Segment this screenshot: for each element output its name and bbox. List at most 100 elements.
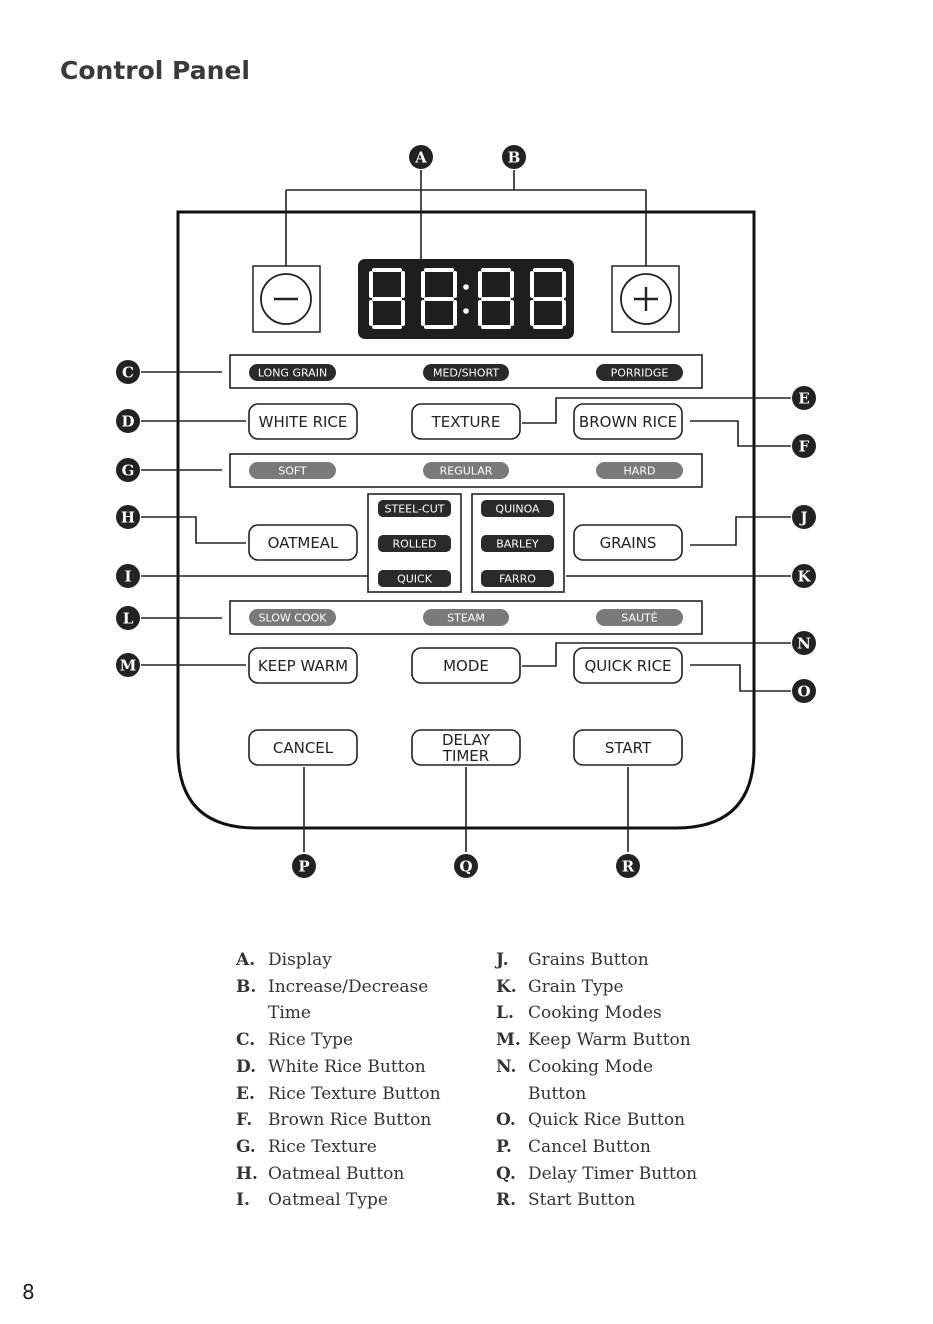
start-button-label: START — [605, 739, 652, 757]
legend-text: Grains Button — [528, 950, 649, 970]
callout-i: I — [116, 564, 140, 588]
legend-text: Start Button — [528, 1190, 636, 1211]
grains-button-label: GRAINS — [600, 534, 657, 552]
legend-text: Time — [268, 1003, 311, 1024]
legend-key: B. — [236, 976, 257, 997]
brown-rice-button[interactable]: BROWN RICE — [573, 403, 683, 440]
legend-text: Grain Type — [528, 976, 624, 997]
oatmeal-button-label: OATMEAL — [268, 534, 339, 552]
pill-rolled — [378, 535, 451, 552]
delay-timer-button-label-line2: TIMER — [442, 747, 489, 765]
svg-text:L: L — [123, 610, 134, 628]
leader-j — [690, 516, 791, 546]
pill-saute-label: SAUTÉ — [621, 612, 657, 625]
pill-farro-label: FARRO — [499, 573, 536, 586]
oatmeal-button[interactable]: OATMEAL — [248, 524, 358, 561]
page-number: 8 — [22, 1280, 35, 1304]
quick-rice-button-label: QUICK RICE — [584, 657, 671, 675]
callout-n: N — [792, 631, 816, 655]
leader-lines — [141, 170, 791, 852]
quick-rice-button[interactable]: QUICK RICE — [573, 647, 683, 684]
callout-c: C — [116, 360, 140, 384]
cancel-button[interactable]: CANCEL — [248, 729, 358, 766]
cancel-button-label: CANCEL — [273, 739, 334, 757]
pill-soft-label: SOFT — [278, 465, 307, 478]
callout-a: A — [409, 145, 433, 169]
legend-text: Keep Warm Button — [528, 1030, 691, 1051]
keep-warm-button[interactable]: KEEP WARM — [248, 647, 358, 684]
pill-med-short-label: MED/SHORT — [433, 367, 499, 380]
pill-med-short — [423, 364, 509, 381]
svg-text:F: F — [799, 438, 810, 456]
pill-quinoa-label: QUINOA — [495, 503, 540, 516]
pill-steam — [423, 609, 509, 626]
grain-type-indicators: QUINOA BARLEY FARRO — [481, 500, 554, 587]
pill-saute — [596, 609, 683, 626]
legend-text: Cooking Mode — [528, 1056, 654, 1077]
legend-text: Rice Type — [268, 1030, 354, 1051]
pill-regular-label: REGULAR — [440, 465, 493, 478]
legend-text: Rice Texture — [268, 1136, 377, 1157]
legend-text: Brown Rice Button — [268, 1110, 432, 1131]
leader-n — [522, 642, 791, 667]
plus-icon — [634, 287, 658, 311]
pill-rolled-label: ROLLED — [393, 538, 437, 551]
pill-quinoa — [481, 500, 554, 517]
mode-button[interactable]: MODE — [411, 647, 521, 684]
pill-porridge-label: PORRIDGE — [611, 367, 669, 380]
leader-f — [690, 420, 791, 447]
legend-text: Rice Texture Button — [268, 1083, 441, 1104]
legend-text: Quick Rice Button — [528, 1110, 686, 1131]
start-button[interactable]: START — [573, 729, 683, 766]
legend-item: L.Cooking Modes — [496, 1000, 756, 1027]
callout-l: L — [116, 606, 140, 630]
legend-key: A. — [236, 950, 256, 970]
delay-timer-button[interactable]: DELAY TIMER — [411, 729, 521, 766]
leader-h — [141, 516, 246, 544]
keep-warm-button-label: KEEP WARM — [258, 657, 348, 675]
legend-item: E.Rice Texture Button — [236, 1081, 476, 1108]
callout-q: Q — [454, 854, 478, 878]
legend-text: White Rice Button — [268, 1056, 426, 1077]
panel-outline — [176, 210, 756, 830]
legend-key: M. — [496, 1030, 521, 1051]
callout-r: R — [616, 854, 640, 878]
legend-item: M. Keep Warm Button — [496, 1027, 756, 1054]
delay-timer-button-label-line1: DELAY — [442, 731, 491, 749]
legend-item: Q.Delay Timer Button — [496, 1161, 756, 1188]
display-digits — [369, 268, 566, 329]
pill-quick — [378, 570, 451, 587]
callout-h: H — [116, 505, 140, 529]
pill-steam-label: STEAM — [447, 612, 485, 625]
mode-button-label: MODE — [443, 657, 489, 675]
legend-key: Q. — [496, 1163, 516, 1184]
legend-key: C. — [236, 1030, 256, 1051]
legend-key: D. — [236, 1056, 257, 1077]
legend-item: N.Cooking Mode — [496, 1054, 756, 1081]
callout-o: O — [792, 679, 816, 703]
white-rice-button[interactable]: WHITE RICE — [248, 403, 358, 440]
callout-p: P — [292, 854, 316, 878]
callout-e: E — [792, 386, 816, 410]
legend-item: R.Start Button — [496, 1187, 756, 1214]
texture-button[interactable]: TEXTURE — [411, 403, 521, 440]
legend-item: P.Cancel Button — [496, 1134, 756, 1161]
svg-text:C: C — [122, 364, 134, 382]
callout-j: J — [792, 505, 816, 529]
legend-key: L. — [496, 1003, 514, 1024]
legend-key: K. — [496, 976, 517, 997]
svg-text:R: R — [622, 858, 635, 876]
legend-item: B.Increase/Decrease — [236, 974, 476, 1001]
svg-text:N: N — [797, 635, 811, 653]
legend-item: K. Grain Type — [496, 974, 756, 1001]
legend-item: J.Grains Button — [496, 947, 756, 974]
legend-item: H.Oatmeal Button — [236, 1161, 476, 1188]
svg-text:B: B — [508, 149, 521, 167]
pill-porridge — [596, 364, 683, 381]
control-panel-diagram: LONG GRAIN MED/SHORT PORRIDGE SOFT REGUL… — [116, 145, 816, 878]
grains-button[interactable]: GRAINS — [573, 524, 683, 561]
svg-text:I: I — [124, 568, 131, 586]
pill-steel-cut — [378, 500, 451, 517]
oatmeal-type-indicators: STEEL-CUT ROLLED QUICK — [378, 500, 451, 587]
